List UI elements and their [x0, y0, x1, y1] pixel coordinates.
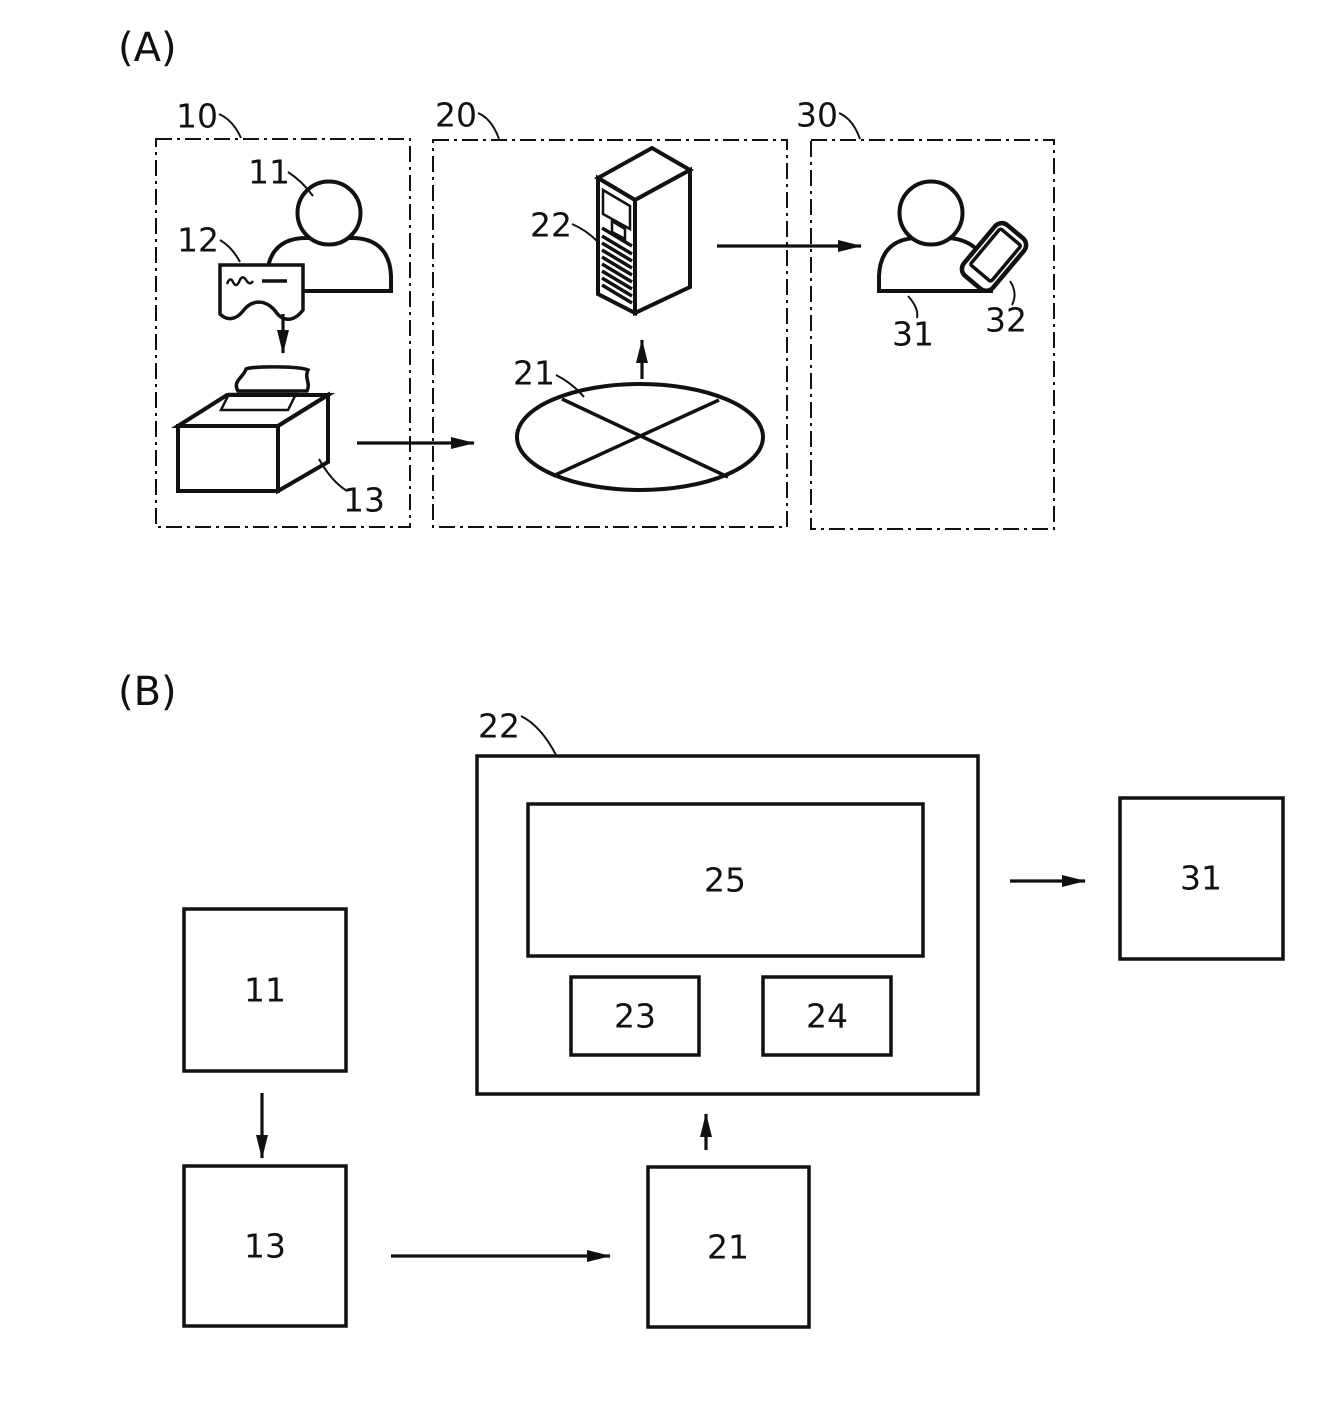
- zone-30-label: 30: [796, 96, 838, 135]
- document-label: 12: [177, 221, 219, 260]
- block-13-label: 13: [244, 1227, 286, 1266]
- block-23-box: [569, 975, 701, 1057]
- server-icon: [593, 145, 695, 317]
- block-21-label: 21: [707, 1228, 749, 1267]
- person-sender-label: 11: [248, 153, 290, 192]
- person-receiver-head: [897, 179, 965, 247]
- network-icon: [515, 382, 765, 492]
- block-23-label: 23: [614, 997, 656, 1036]
- block-11-box: [182, 907, 348, 1073]
- block-11-label: 11: [244, 971, 286, 1010]
- panel-b-title: (B): [118, 669, 177, 715]
- document-sheet: [218, 263, 305, 321]
- server-label: 22: [530, 206, 572, 245]
- zone-20-label: 20: [435, 96, 477, 135]
- smartphone-leader: [1009, 280, 1016, 306]
- scan-box-leader: [318, 458, 348, 492]
- network-cross-line-1: [561, 397, 729, 479]
- person-receiver-leader: [907, 295, 919, 319]
- zone-10-boundary: [155, 138, 411, 528]
- block-25-box: [526, 802, 925, 958]
- zone-30-boundary: [810, 139, 1055, 530]
- block-24-box: [761, 975, 893, 1057]
- scan-box-paper: [234, 365, 311, 393]
- scan-box-icon: [171, 365, 336, 495]
- panel-a-title: (A): [118, 25, 177, 71]
- zone-10-label: 10: [176, 97, 218, 136]
- network-cross-line-2: [552, 398, 720, 478]
- document-icon: [218, 263, 305, 321]
- block-25-label: 25: [704, 861, 746, 900]
- block-31-label: 31: [1180, 859, 1222, 898]
- zone-20-boundary: [432, 139, 788, 528]
- zone-30-leader: [838, 112, 861, 140]
- smartphone-icon: [959, 220, 1029, 294]
- block-22-leader: [520, 715, 557, 756]
- person-receiver-icon: [877, 179, 993, 293]
- person-sender-leader: [287, 171, 314, 197]
- smartphone-screen: [969, 227, 1022, 283]
- smartphone-outline: [959, 220, 1029, 294]
- scan-box-slot: [218, 392, 299, 412]
- panel-b: (B) 22 25 23 24 11 13 21 31: [118, 669, 1285, 1329]
- block-13-box: [182, 1164, 348, 1328]
- network-label: 21: [513, 354, 555, 393]
- document-leader: [219, 239, 241, 263]
- server-connector: [610, 218, 627, 242]
- zone-20-leader: [477, 112, 500, 140]
- server-vent-grill: [601, 226, 633, 305]
- block-21-box: [646, 1165, 811, 1329]
- block-31-box: [1118, 796, 1285, 961]
- server-leader: [571, 223, 598, 242]
- network-leader: [555, 374, 585, 398]
- zone-10-leader: [218, 113, 242, 139]
- scan-box-label: 13: [343, 481, 385, 520]
- block-22-label: 22: [478, 707, 520, 746]
- block-24-label: 24: [806, 997, 848, 1036]
- person-sender-head: [295, 179, 363, 247]
- document-handwriting-squiggle: [225, 276, 255, 287]
- panel-a: (A) 10 20 30 11 12: [118, 25, 1055, 530]
- person-receiver-label: 31: [892, 315, 934, 354]
- scan-box-front-face: [176, 424, 280, 493]
- server-display-panel: [601, 187, 632, 232]
- smartphone-label: 32: [985, 301, 1027, 340]
